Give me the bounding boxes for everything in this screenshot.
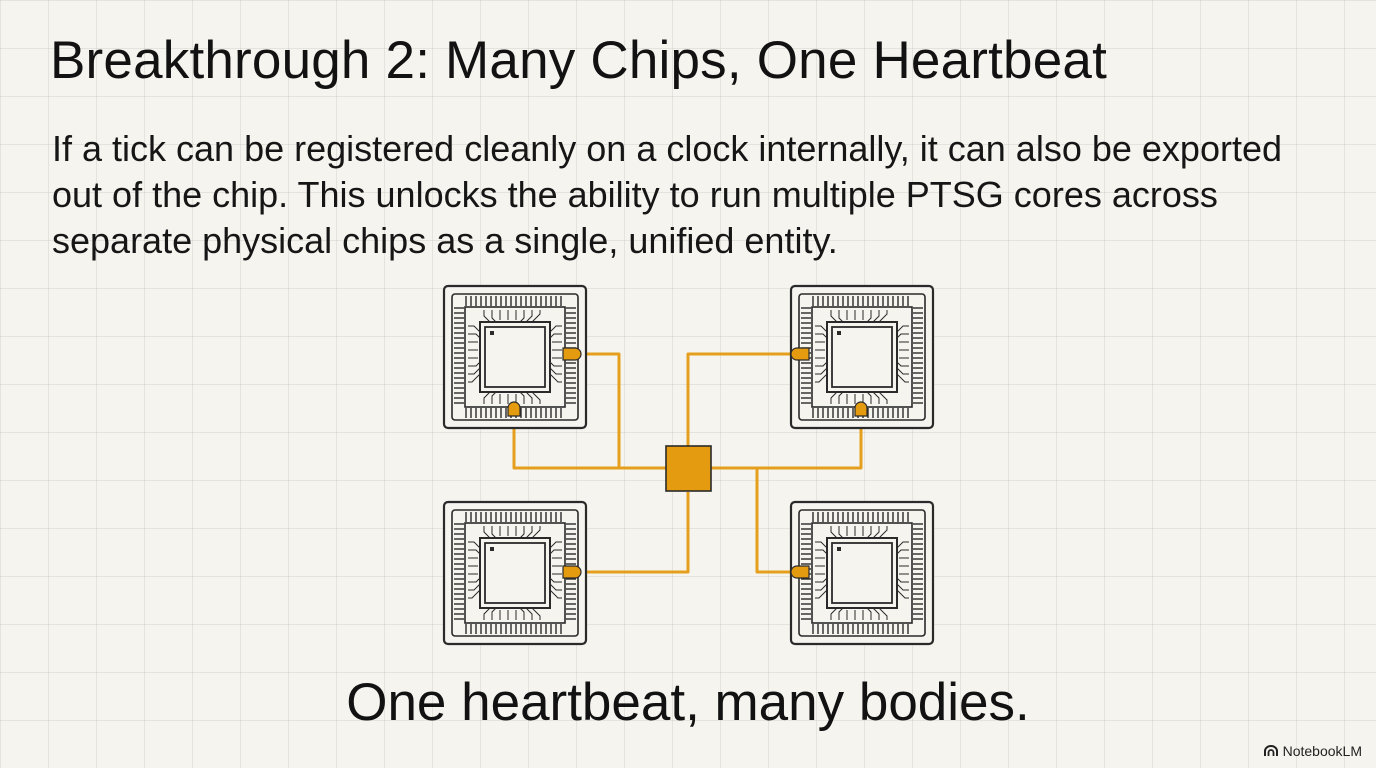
watermark-label: NotebookLM <box>1282 743 1362 759</box>
clock-hub-square <box>665 445 712 492</box>
notebooklm-watermark: NotebookLM <box>1263 743 1362 759</box>
slide-title: Breakthrough 2: Many Chips, One Heartbea… <box>50 31 1107 90</box>
chip-bottom-right <box>789 500 935 646</box>
slide-body-text: If a tick can be registered cleanly on a… <box>52 128 1282 261</box>
clock-wires <box>512 352 863 574</box>
tagline: One heartbeat, many bodies. <box>346 673 1030 732</box>
chip-connectors <box>507 347 868 579</box>
notebooklm-logo-icon <box>1263 745 1278 756</box>
